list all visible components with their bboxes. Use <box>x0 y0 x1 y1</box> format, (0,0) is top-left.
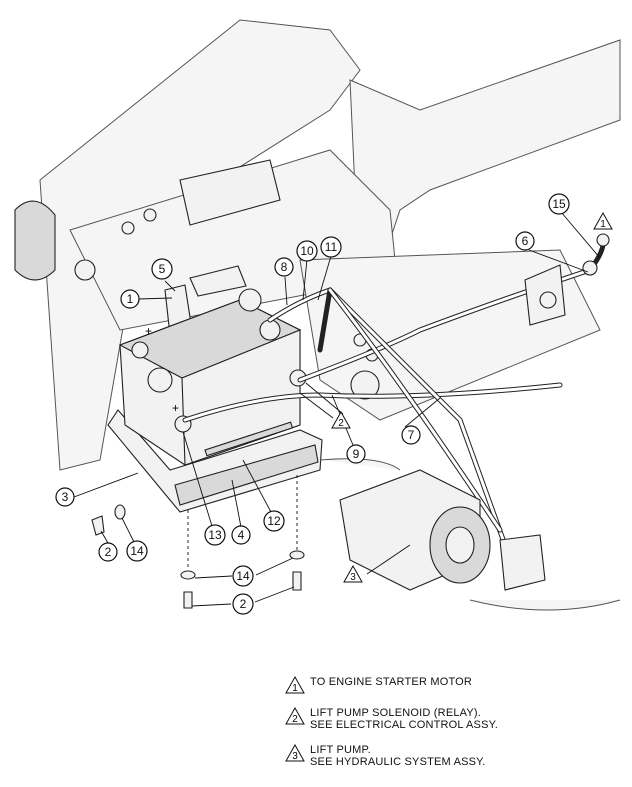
callout-1: 1 <box>120 289 140 309</box>
svg-text:7: 7 <box>408 428 415 442</box>
note-3: 3 LIFT PUMP. SEE HYDRAULIC SYSTEM ASSY. <box>285 744 615 768</box>
battery-plus-mark: + <box>145 324 152 338</box>
svg-text:2: 2 <box>338 418 344 429</box>
diagram-note-flags: 1 2 3 <box>331 211 613 583</box>
svg-text:6: 6 <box>522 234 529 248</box>
note-flag-2: 2 <box>331 410 351 429</box>
svg-text:10: 10 <box>300 244 314 258</box>
callout-10: 10 <box>296 240 318 262</box>
svg-text:3: 3 <box>292 751 298 762</box>
note-flag-1: 1 <box>593 211 613 230</box>
svg-text:8: 8 <box>281 260 288 274</box>
note-2-line: SEE ELECTRICAL CONTROL ASSY. <box>310 719 498 731</box>
note-flag-3: 3 <box>343 564 363 583</box>
svg-text:11: 11 <box>325 240 338 254</box>
battery-wiring-diagram: + + <box>14 19 621 615</box>
callout-12: 12 <box>263 510 285 532</box>
bracket-plate <box>189 265 247 297</box>
callout-5: 5 <box>151 258 173 280</box>
callout-2: 2 <box>232 593 254 615</box>
hardware <box>91 475 305 609</box>
leader-lines <box>73 211 601 607</box>
callout-14: 14 <box>126 540 148 562</box>
svg-text:2: 2 <box>240 597 247 611</box>
svg-text:1: 1 <box>600 219 606 230</box>
svg-text:3: 3 <box>350 572 356 583</box>
note-3-line: SEE HYDRAULIC SYSTEM ASSY. <box>310 756 486 768</box>
svg-text:2: 2 <box>292 714 298 725</box>
callout-3: 3 <box>55 487 75 507</box>
callout-14: 14 <box>232 565 254 587</box>
svg-text:14: 14 <box>130 544 144 558</box>
callout-7: 7 <box>401 425 421 445</box>
battery: + + <box>118 288 307 466</box>
callout-6: 6 <box>515 231 535 251</box>
note-3-line: LIFT PUMP. <box>310 744 371 756</box>
svg-text:14: 14 <box>236 569 250 583</box>
battery-plus-mark: + <box>172 401 179 415</box>
triangle-flag-icon: 1 <box>285 676 305 694</box>
notes-legend: 1 TO ENGINE STARTER MOTOR 2 LIFT PUMP SO… <box>285 676 615 781</box>
triangle-flag-icon: 2 <box>285 707 305 725</box>
svg-text:9: 9 <box>353 447 360 461</box>
callout-4: 4 <box>231 525 251 545</box>
svg-text:3: 3 <box>62 490 69 504</box>
svg-text:13: 13 <box>208 528 222 542</box>
svg-text:2: 2 <box>105 545 112 559</box>
note-2: 2 LIFT PUMP SOLENOID (RELAY). SEE ELECTR… <box>285 707 615 731</box>
lift-pump <box>319 458 621 611</box>
callout-2: 2 <box>98 542 118 562</box>
svg-text:5: 5 <box>159 262 166 276</box>
svg-text:12: 12 <box>267 514 281 528</box>
callouts: 1 2 2 3 4 5 6 7 8 9 10 11 12 13 14 14 15 <box>55 193 570 615</box>
svg-text:1: 1 <box>127 292 134 306</box>
note-2-line: LIFT PUMP SOLENOID (RELAY). <box>310 707 482 719</box>
svg-text:1: 1 <box>292 683 298 694</box>
callout-9: 9 <box>346 444 366 464</box>
note-1-line: TO ENGINE STARTER MOTOR <box>310 676 473 688</box>
callout-11: 11 <box>320 236 342 258</box>
callout-13: 13 <box>204 524 226 546</box>
callout-8: 8 <box>274 257 294 277</box>
triangle-flag-icon: 3 <box>285 744 305 762</box>
note-1: 1 TO ENGINE STARTER MOTOR <box>285 676 615 694</box>
svg-text:15: 15 <box>552 197 566 211</box>
svg-text:4: 4 <box>238 528 245 542</box>
callout-15: 15 <box>548 193 570 215</box>
